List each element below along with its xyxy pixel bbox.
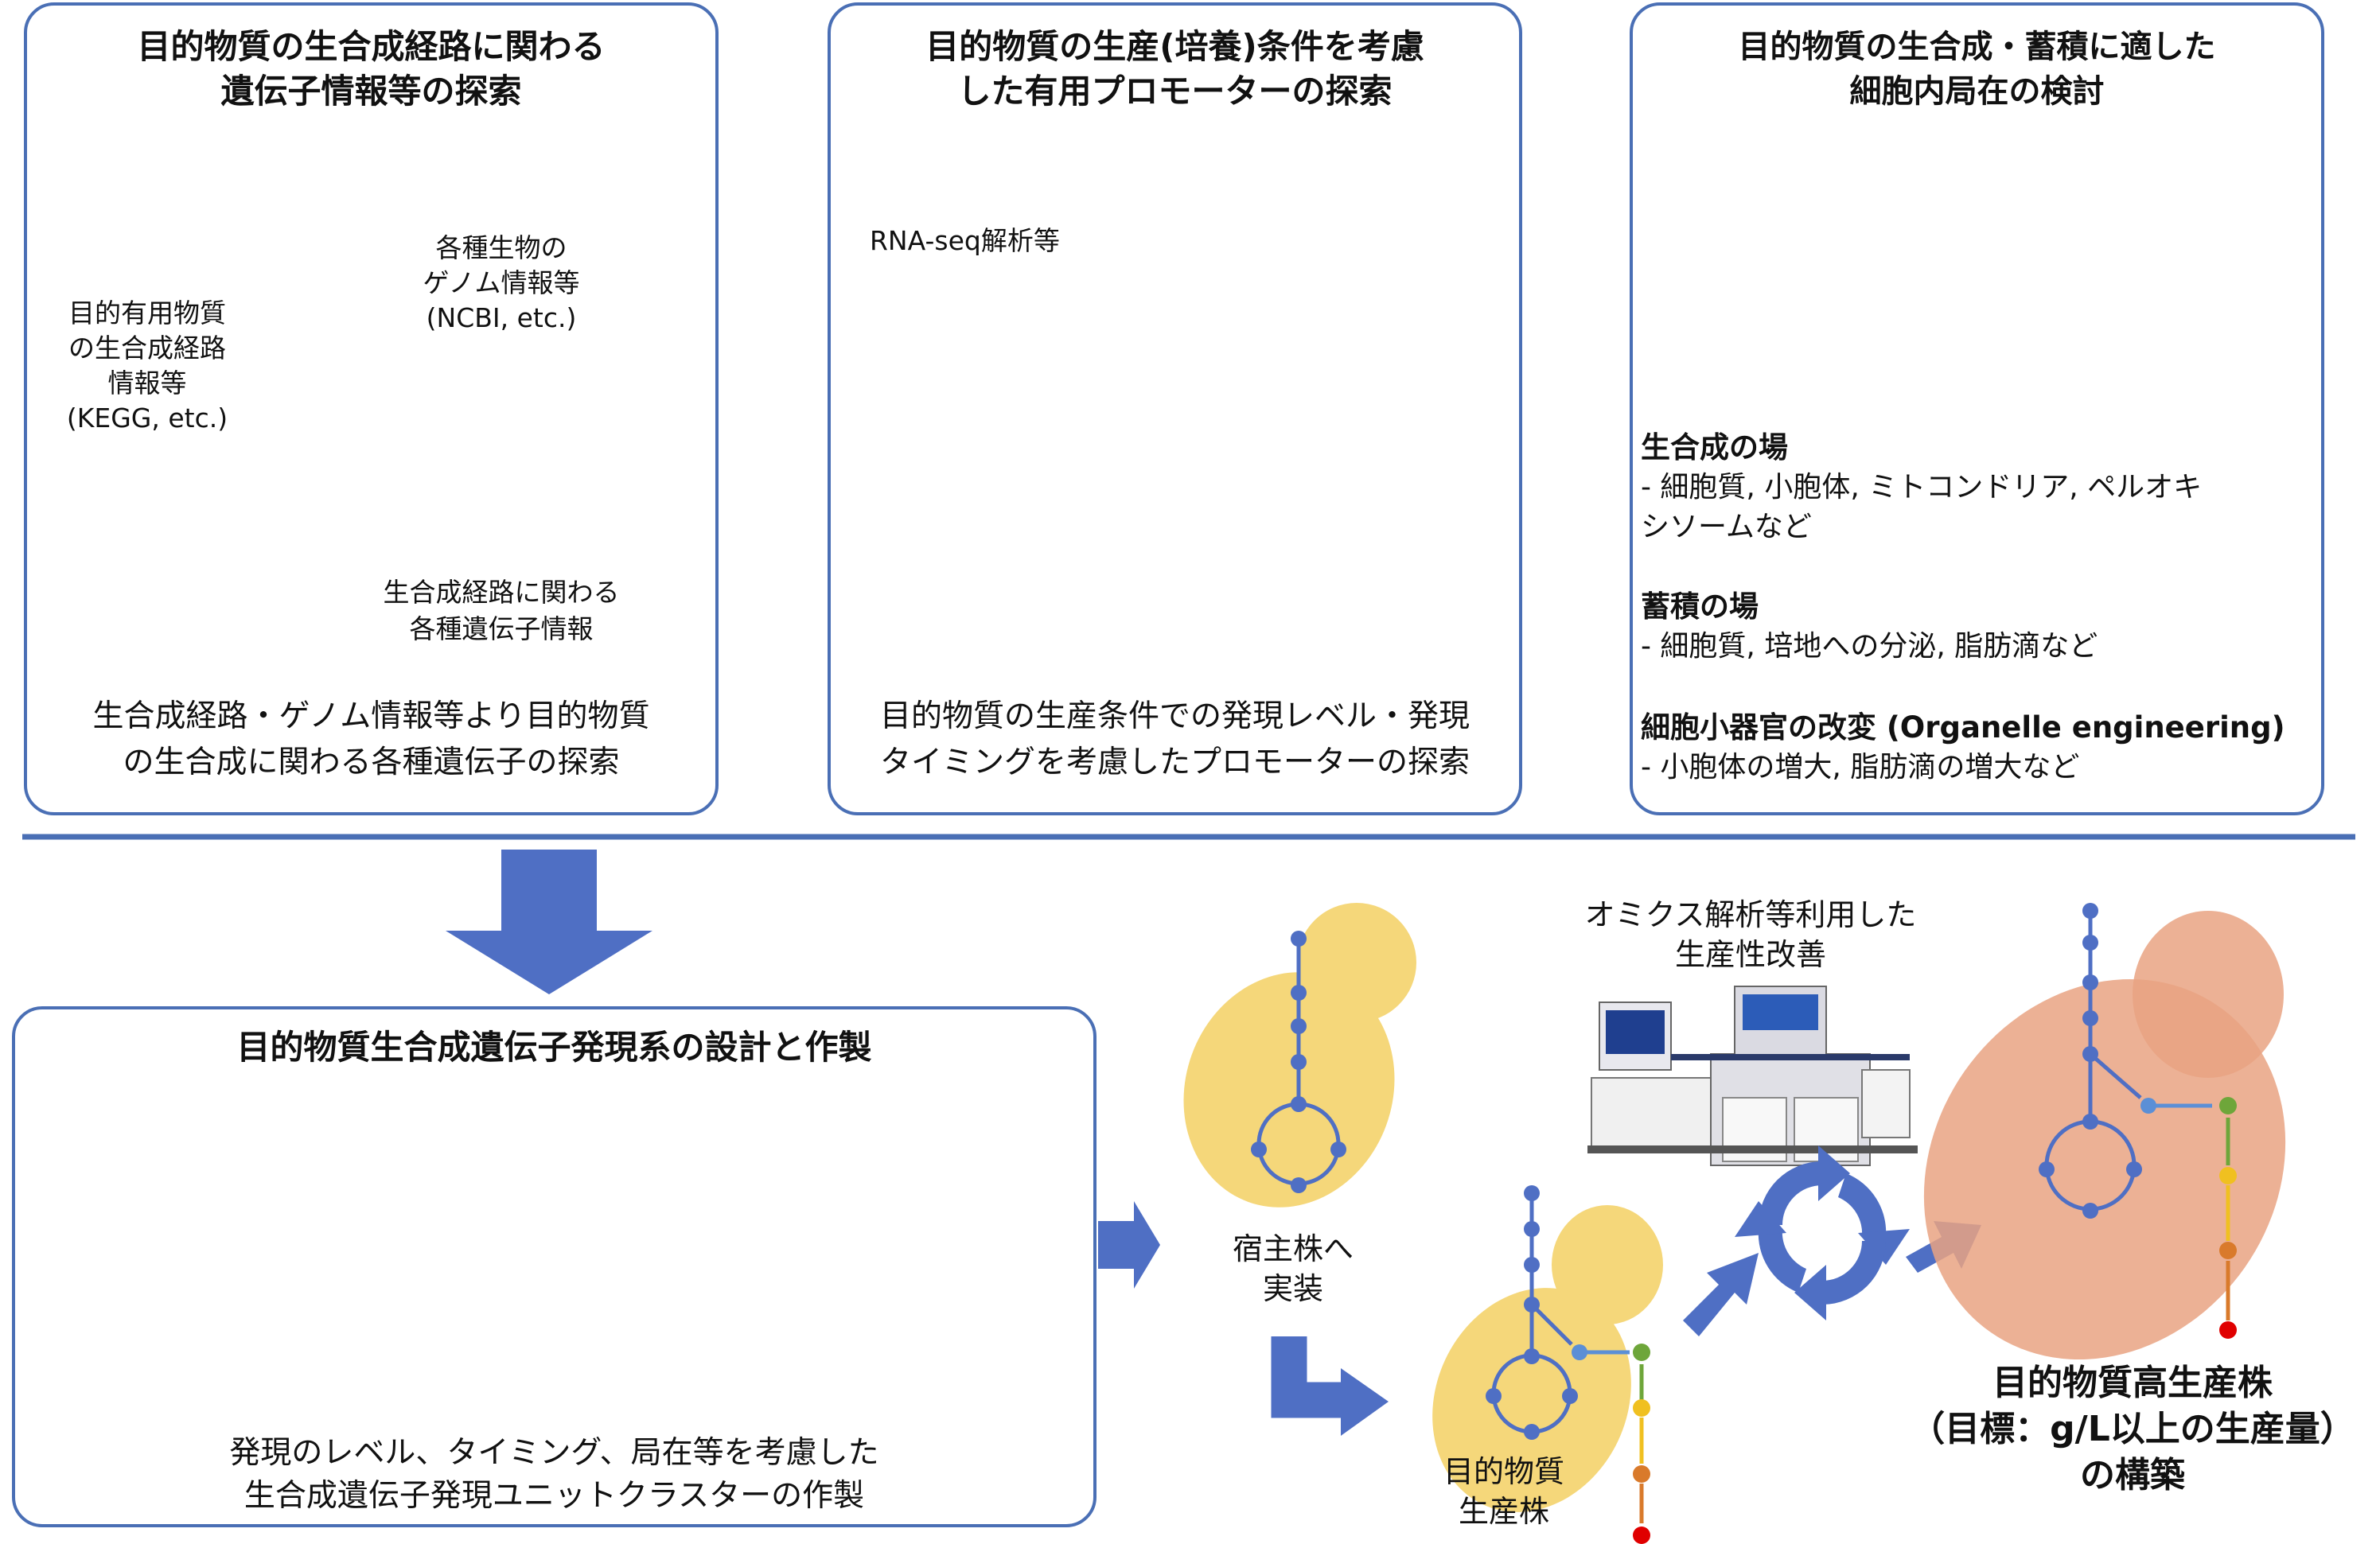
gene-b-label: Gene B: [419, 415, 496, 438]
gene-a-label: Gene A: [394, 377, 471, 399]
panel-localization: [1630, 2, 2324, 815]
host-implement-label: 宿主株へ 実装: [1232, 1231, 1354, 1306]
sequencer-machine: [1587, 986, 1918, 1166]
panel1-title-line1: 目的物質の生合成経路に関わる: [137, 27, 606, 66]
genes-label: 生合成経路に関わる 各種遺伝子情報: [383, 577, 620, 644]
organelle-engineering-text: - 小胞体の増大, 脂肪滴の増大など: [1641, 751, 2080, 784]
host-pathway-nodes: [1251, 931, 1346, 1193]
db-label: 各種生物の ゲノム情報等 (NCBI, etc.): [423, 232, 580, 333]
panel2-title-line1: 目的物質の生産(培養)条件を考慮: [925, 27, 1424, 66]
accumulation-site-text: - 細胞質, 培地への分泌, 脂肪滴など: [1641, 630, 2098, 663]
panel-expression-design: [12, 1006, 1097, 1527]
panel1-title-line2: 遺伝子情報等の探索: [220, 72, 522, 111]
gene-c-label: Gene C: [450, 453, 526, 476]
biosynthesis-site-heading: 生合成の場: [1641, 430, 1788, 465]
panel1-summary: 生合成経路・ゲノム情報等より目的物質 の生合成に関わる各種遺伝子の探索: [92, 698, 650, 780]
panel4-title: 目的物質生合成遺伝子発現系の設計と作製: [236, 1028, 872, 1067]
panel-promoter-search: [828, 2, 1522, 815]
production-yeast: [1432, 1205, 1663, 1512]
production-pathway-nodes: [1486, 1185, 1650, 1544]
final-strain-label: 目的物質高生産株 （目標：g/L以上の生産量） の構築: [1910, 1363, 2355, 1495]
down-arrow: [446, 850, 652, 994]
panel4-summary: 発現のレベル、タイミング、局在等を考慮した 生合成遺伝子発現ユニットクラスターの…: [229, 1435, 879, 1514]
panel-gene-search: [24, 2, 719, 815]
pathway-label: 目的有用物質 の生合成経路 情報等 (KEGG, etc.): [66, 298, 228, 434]
organelle-engineering-heading: 細胞小器官の改変 (Organelle engineering): [1641, 710, 2285, 745]
gene-e-label: Gene E: [496, 530, 571, 552]
final-pathway-nodes: [2039, 903, 2237, 1339]
host-yeast: [1183, 903, 1416, 1208]
production-strain-label: 目的物質 生産株: [1443, 1454, 1564, 1529]
final-yeast: [1923, 911, 2286, 1360]
rnaseq-label: RNA-seq解析等: [870, 225, 1060, 256]
biosynthesis-site-text: - 細胞質, 小胞体, ミトコンドリア, ペルオキ シソームなど: [1641, 471, 2203, 543]
flow-arrow-3: [1683, 1253, 1759, 1336]
cycle-icon: [1735, 1145, 1910, 1320]
panel2-summary: 目的物質の生産条件での発現レベル・発現 タイミングを考慮したプロモーターの探索: [879, 698, 1470, 780]
accumulation-site-heading: 蓄積の場: [1641, 589, 1759, 624]
panel3-title-line1: 目的物質の生合成・蓄積に適した: [1738, 29, 2216, 65]
panel3-title-line2: 細胞内局在の検討: [1849, 73, 2105, 110]
flow-arrow-1: [1098, 1201, 1160, 1289]
panel2-title-line2: した有用プロモーターの探索: [957, 72, 1393, 111]
omics-label: オミクス解析等利用した 生産性改善: [1584, 897, 1917, 972]
flow-arrow-2: [1341, 1368, 1389, 1436]
gene-d-label: Gene D: [469, 492, 547, 514]
